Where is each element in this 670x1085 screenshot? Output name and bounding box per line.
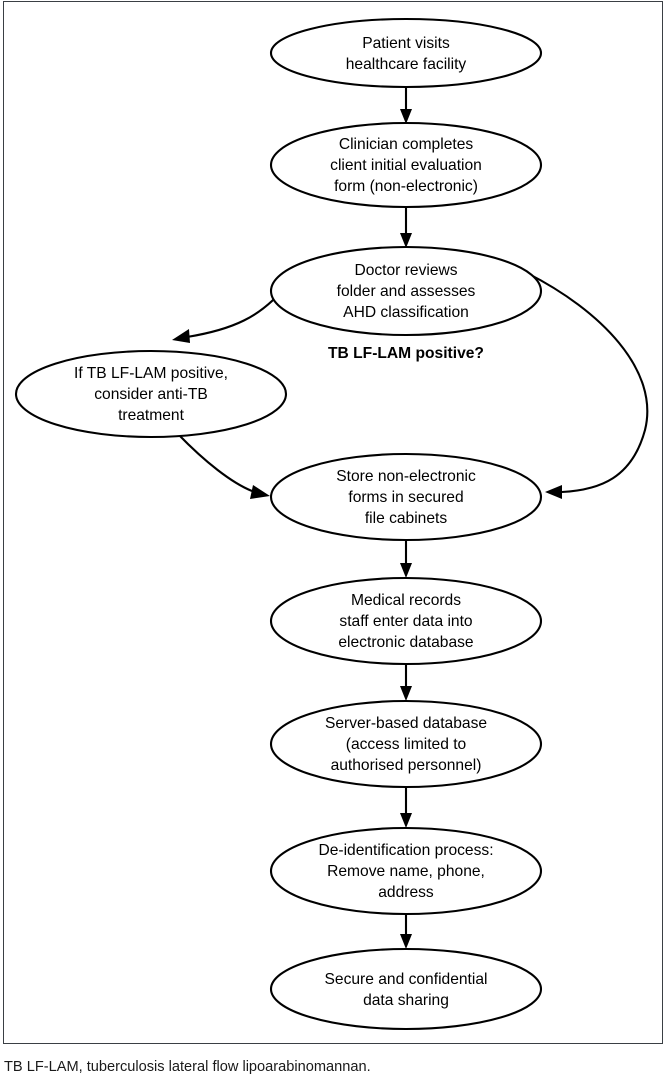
arrow-head-icon: [400, 813, 412, 828]
arrow-head-icon: [400, 233, 412, 248]
arrow-head-icon: [400, 934, 412, 949]
node-label-line: AHD classification: [343, 304, 469, 321]
node-label-line: authorised personnel): [331, 757, 482, 774]
node-label-line: Server-based database: [325, 715, 487, 732]
edge-tblflam-to-store: [177, 433, 270, 499]
arrow-head-icon: [400, 686, 412, 701]
node-label-line: electronic database: [338, 634, 473, 651]
arrow-head-icon: [545, 485, 562, 499]
edge-records-to-server: [400, 664, 412, 701]
node-doctor-reviews[interactable]: Doctor reviews folder and assesses AHD c…: [269, 245, 543, 337]
node-store-non-electronic[interactable]: Store non-electronic forms in secured fi…: [269, 452, 543, 542]
edge-store-to-records: [400, 540, 412, 578]
edge-deident-to-sharing: [400, 914, 412, 949]
node-label-line: staff enter data into: [339, 613, 473, 630]
node-label-line: forms in secured: [348, 489, 463, 506]
flowchart-canvas: Patient visits healthcare facility Clini…: [14, 17, 649, 1031]
node-label-line: Clinician completes: [339, 136, 474, 153]
node-label-line: De-identification process:: [318, 842, 493, 859]
node-label-line: If TB LF-LAM positive,: [74, 365, 228, 382]
arrow-head-icon: [250, 485, 270, 499]
node-secure-data-sharing[interactable]: Secure and confidential data sharing: [269, 947, 543, 1031]
node-label-line: Medical records: [351, 592, 461, 609]
node-de-identification[interactable]: De-identification process: Remove name, …: [269, 826, 543, 916]
node-clinician-completes[interactable]: Clinician completes client initial evalu…: [269, 121, 543, 209]
edge-doctor-to-store: [526, 272, 649, 499]
edge-server-to-deident: [400, 787, 412, 828]
node-label-line: folder and assesses: [337, 283, 476, 300]
arrow-head-icon: [172, 329, 190, 343]
node-label-line: data sharing: [363, 992, 449, 1009]
node-label-line: Patient visits: [362, 35, 450, 52]
node-label-line: client initial evaluation: [330, 157, 482, 174]
node-label-line: form (non-electronic): [334, 178, 478, 195]
node-label-line: Remove name, phone,: [327, 863, 485, 880]
node-label-line: Secure and confidential: [325, 971, 488, 988]
node-label-line: Doctor reviews: [354, 262, 457, 279]
node-label-line: healthcare facility: [346, 56, 467, 73]
node-label-line: address: [378, 884, 434, 901]
node-server-based-database[interactable]: Server-based database (access limited to…: [269, 699, 543, 789]
node-label-line: file cabinets: [365, 510, 448, 527]
arrow-head-icon: [400, 563, 412, 578]
figure-caption: TB LF-LAM, tuberculosis lateral flow lip…: [4, 1059, 371, 1075]
node-label-line: consider anti-TB: [94, 386, 208, 403]
node-label-line: treatment: [118, 407, 185, 424]
edge-patient-to-clinician: [400, 87, 412, 124]
decision-label-tb-lf-lam: TB LF-LAM positive?: [328, 345, 484, 362]
node-medical-records[interactable]: Medical records staff enter data into el…: [269, 576, 543, 666]
node-label-line: Store non-electronic: [336, 468, 476, 485]
edge-clinician-to-doctor: [400, 207, 412, 248]
arrow-head-icon: [400, 109, 412, 124]
node-patient-visits[interactable]: Patient visits healthcare facility: [269, 17, 543, 89]
node-tb-lf-lam-positive[interactable]: If TB LF-LAM positive, consider anti-TB …: [14, 349, 288, 439]
node-label-line: (access limited to: [346, 736, 467, 753]
